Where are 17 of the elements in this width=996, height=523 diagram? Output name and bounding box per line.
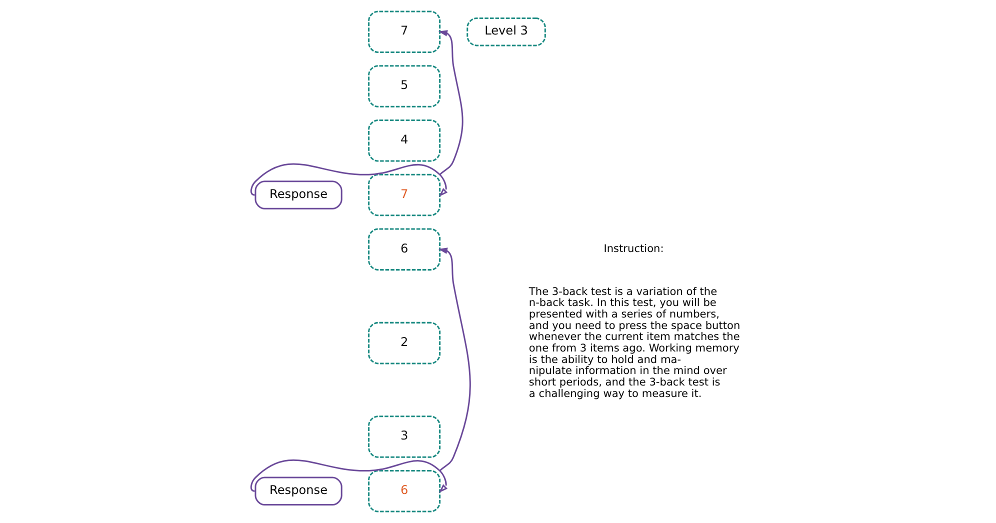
node-box: 6	[368, 470, 441, 512]
arrow	[250, 163, 448, 197]
node-box: 4	[368, 119, 441, 162]
label: The 3-back test is a variation of the n-back task. In this test, you will be presented with a series of numbers, and you need to press the space button whenever the current item matches the one from 3 items ago. Working memory is the ability to hold and ma- nipulate information in the mind over short periods, and the 3-back test is a challenging way to measure it.	[528, 286, 740, 400]
node-box: Level 3	[466, 18, 546, 46]
node-box: Response	[254, 476, 342, 506]
node-box: 7	[368, 10, 441, 54]
node-box: 6	[368, 228, 441, 271]
node-box: 5	[368, 65, 441, 108]
node-box: 7	[368, 174, 441, 216]
node-box: Response	[254, 180, 342, 210]
node-box: 3	[368, 416, 441, 458]
node-box: 2	[368, 322, 441, 364]
label: Instruction:	[604, 243, 664, 256]
arrow	[438, 248, 471, 472]
arrow	[438, 30, 464, 176]
arrow	[250, 459, 448, 493]
